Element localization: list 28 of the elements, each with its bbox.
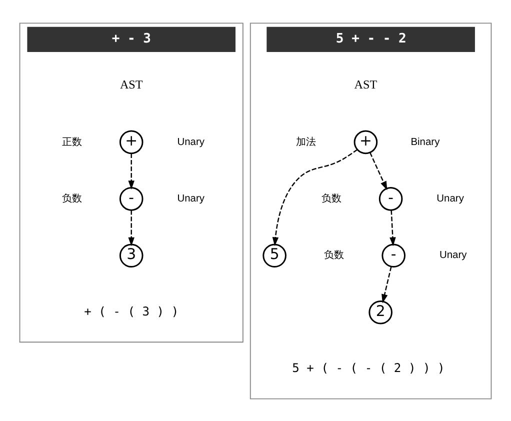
node-label: 负数 [321,193,342,204]
arrow [128,210,134,246]
node-circle: 5 [262,243,286,268]
label: AST [354,77,378,92]
node-label: Unary [177,136,205,148]
label: + ( - ( 3 ) ) [84,304,179,318]
node-label: Binary [410,136,440,148]
arrow [128,152,134,190]
node-label: 加法 [296,136,316,148]
label: 5 + ( - ( - ( 2 ) ) ) [292,360,445,375]
node-circle: - [382,243,406,268]
node-circle: - [378,186,403,210]
node-label: Unary [177,193,205,204]
arrow [272,148,358,246]
node-label: Unary [439,250,467,261]
node-circle: + [354,130,378,154]
node-label: 负数 [62,193,82,204]
node-circle: + [119,130,144,154]
arrow [370,152,388,190]
node-label: Unary [436,193,464,204]
arrow [390,210,396,246]
node-circle: - [119,186,144,210]
node-label: 正数 [62,136,82,148]
node-label: 负数 [324,250,344,261]
node-circle: 2 [368,300,392,324]
node-circle: 3 [119,243,144,268]
label: AST [120,77,143,92]
arrow [382,266,392,303]
